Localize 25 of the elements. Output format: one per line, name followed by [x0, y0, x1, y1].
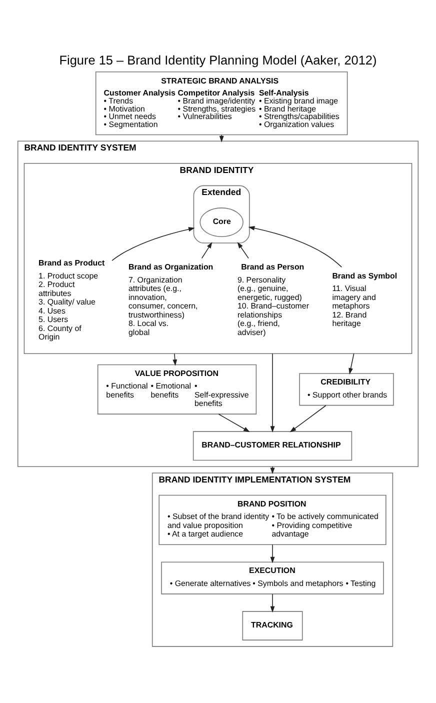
node-text: Brand as Product 1. Product scope 2. Product attributes 3. Quality/ value 4. Uses 5. Users 6. County of Origin: [38, 258, 105, 342]
arrow: [172, 352, 178, 366]
arrow: [348, 352, 354, 374]
arrow: [237, 242, 249, 258]
arrow: [270, 466, 275, 474]
arrow: [270, 352, 275, 432]
node-box: EXECUTION • Generate alternatives • Symbols and metaphors • Testing: [161, 561, 384, 594]
node-box: BRAND POSITION • Subset of the brand identity and value proposition • At a target audience • To be actively communicated • Providing competitive advantage: [158, 494, 386, 544]
node-text: Brand as Person 9. Personality (e.g., genuine, energetic, rugged) 10. Brand–customer relationships (e.g., friend, adviser): [237, 262, 309, 336]
arrow: [290, 404, 326, 432]
arrow: [248, 226, 342, 267]
node-text: Brand as Symbol 11. Visual imagery and metaphors 12. Brand heritage: [332, 270, 398, 328]
node-text: Brand as Organization 7. Organization attributes (e.g., innovation, consumer, concern, trustworthiness) 8. Local vs. global: [128, 262, 214, 336]
arrow: [219, 134, 224, 142]
node-box: VALUE PROPOSITION • Functional benefits • Emotional benefits • Self-expressive benefits: [97, 364, 257, 414]
arrow: [218, 413, 250, 432]
node-box: BRAND–CUSTOMER RELATIONSHIP: [192, 430, 352, 460]
node-box: TRACKING: [242, 610, 303, 640]
node-box: CREDIBILITY • Support other brands: [299, 372, 394, 406]
node-ellipse: Core: [200, 207, 244, 236]
arrow: [270, 593, 275, 612]
arrow: [112, 226, 195, 260]
arrow: [201, 241, 212, 258]
arrow: [270, 544, 275, 563]
diagram-title: Figure 15 – Brand Identity Planning Model (Aaker, 2012): [59, 52, 377, 68]
